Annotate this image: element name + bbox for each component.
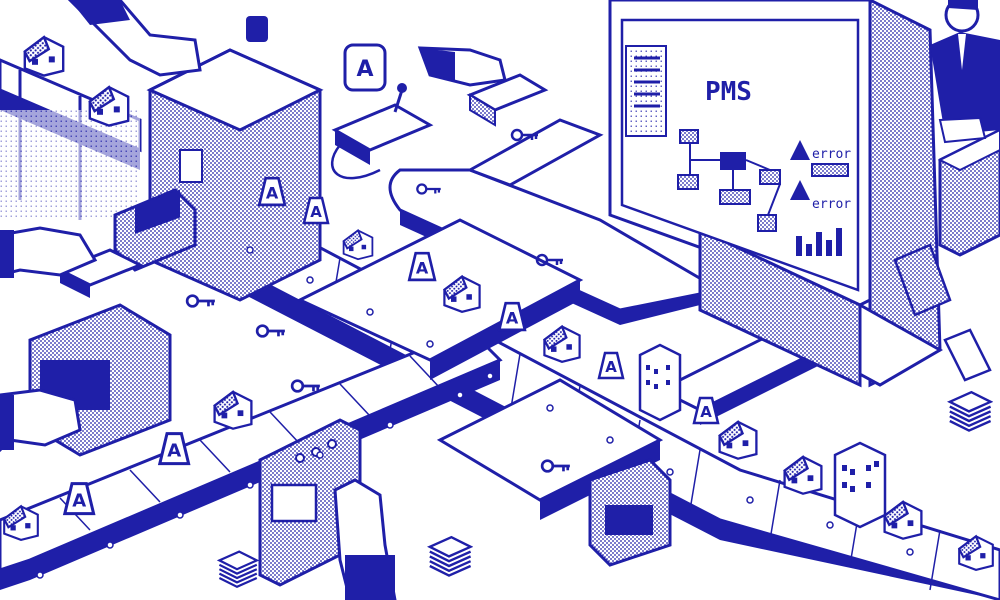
conveyor-belt-lower-left <box>0 328 503 590</box>
output-machine-center <box>588 458 672 567</box>
paper-sheet-icon <box>943 328 992 382</box>
hand-icon <box>0 226 98 278</box>
joystick-controller-top <box>330 83 434 180</box>
house-icon <box>883 500 923 540</box>
house-icon <box>213 390 253 430</box>
pms-screen: PMS error error <box>620 18 860 292</box>
house-icon <box>718 420 758 460</box>
hand-icon <box>417 46 507 87</box>
error-alert-1: error <box>790 140 851 177</box>
flowchart-diagram <box>677 129 781 232</box>
conveyor-belt-top-left <box>0 58 142 220</box>
printer-machine-bottom <box>258 418 362 587</box>
conveyor-belt-upper-loop <box>388 118 725 325</box>
hand-icon <box>67 0 202 77</box>
a-letter: A <box>356 57 373 82</box>
paper-stack-icon <box>948 391 992 432</box>
pms-computer: PMS error error <box>608 0 952 388</box>
hand-icon <box>333 478 397 600</box>
screen-sidebar <box>625 45 667 137</box>
key-icon <box>185 294 217 308</box>
building-icon <box>833 441 887 529</box>
control-panel-left <box>113 188 197 272</box>
a-sign-badge-top: A <box>343 43 387 92</box>
house-icon <box>543 325 581 363</box>
house-icon <box>342 229 374 261</box>
house-icon <box>23 36 65 77</box>
house-icon <box>3 505 39 541</box>
error-alert-2: error <box>790 180 851 212</box>
card-slot <box>893 243 952 317</box>
desk-right <box>937 128 1000 257</box>
hand-icon <box>0 388 82 453</box>
warning-icon <box>790 140 810 160</box>
businessman-figure <box>930 0 1000 144</box>
error-label-2: error <box>812 197 851 212</box>
alarm-light-icon <box>246 16 268 42</box>
joystick-icon <box>393 89 404 113</box>
building-icon <box>638 343 682 422</box>
house-icon <box>783 455 823 495</box>
paper-stack-icon <box>428 536 472 577</box>
house-icon <box>88 85 130 127</box>
sign-a-icon <box>158 432 191 466</box>
error-label-1: error <box>812 147 851 162</box>
key-icon <box>290 379 322 393</box>
paper-stack-icon <box>218 550 258 588</box>
sign-a-icon <box>597 351 625 380</box>
warning-icon <box>790 180 810 200</box>
pms-title: PMS <box>705 77 752 107</box>
bar-chart-graphic <box>796 228 842 256</box>
key-icon <box>255 324 287 338</box>
belt-rivets <box>36 246 914 579</box>
cable <box>330 144 381 180</box>
